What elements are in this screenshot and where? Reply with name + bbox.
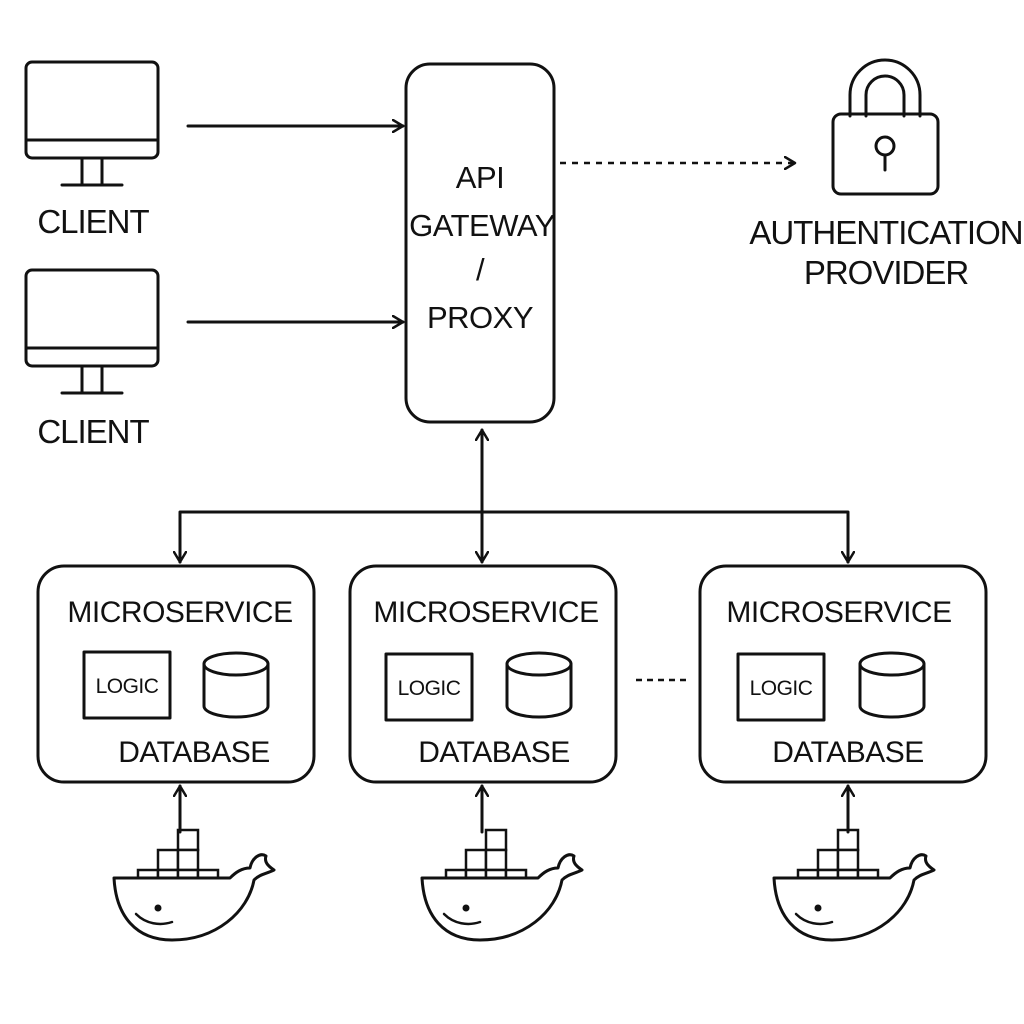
service-bus-line xyxy=(178,510,850,564)
monitor-icon xyxy=(24,268,160,395)
monitor-icon xyxy=(24,60,160,187)
docker-whale-icon xyxy=(112,828,276,942)
logic-label: LOGIC xyxy=(398,677,461,700)
auth-label-line-1: AUTHENTICATION xyxy=(749,214,1022,251)
gateway-label-line-1: API xyxy=(456,160,504,195)
logic-label: LOGIC xyxy=(96,675,159,698)
docker-whale-icon xyxy=(420,828,584,942)
client-label: CLIENT xyxy=(37,413,149,450)
docker-whale-icon xyxy=(772,828,936,942)
microservice-node-3: MICROSERVICE LOGIC DATABASE xyxy=(698,564,988,784)
microservice-title: MICROSERVICE xyxy=(67,596,292,629)
padlock-icon xyxy=(831,58,940,196)
gateway-label-line-2: GATEWAY xyxy=(409,208,555,243)
microservice-title: MICROSERVICE xyxy=(726,596,951,629)
gateway-label-line-3: / xyxy=(476,252,485,287)
client-label: CLIENT xyxy=(37,203,149,240)
database-label: DATABASE xyxy=(418,736,570,769)
logic-label: LOGIC xyxy=(750,677,813,700)
database-icon xyxy=(202,651,270,719)
auth-provider-node: AUTHENTICATION PROVIDER xyxy=(749,58,1024,291)
database-icon xyxy=(505,651,573,719)
database-icon xyxy=(858,651,926,719)
auth-label-line-2: PROVIDER xyxy=(804,254,969,291)
microservice-node-2: MICROSERVICE LOGIC DATABASE xyxy=(348,564,618,784)
database-label: DATABASE xyxy=(118,736,270,769)
database-label: DATABASE xyxy=(772,736,924,769)
client-node-1: CLIENT xyxy=(24,60,160,240)
client-node-2: CLIENT xyxy=(24,268,160,450)
microservice-node-1: MICROSERVICE LOGIC DATABASE xyxy=(36,564,316,784)
microservice-title: MICROSERVICE xyxy=(373,596,598,629)
gateway-service-connectors xyxy=(178,428,850,564)
gateway-label-line-4: PROXY xyxy=(427,300,533,335)
api-gateway-node: API GATEWAY / PROXY xyxy=(404,62,556,424)
